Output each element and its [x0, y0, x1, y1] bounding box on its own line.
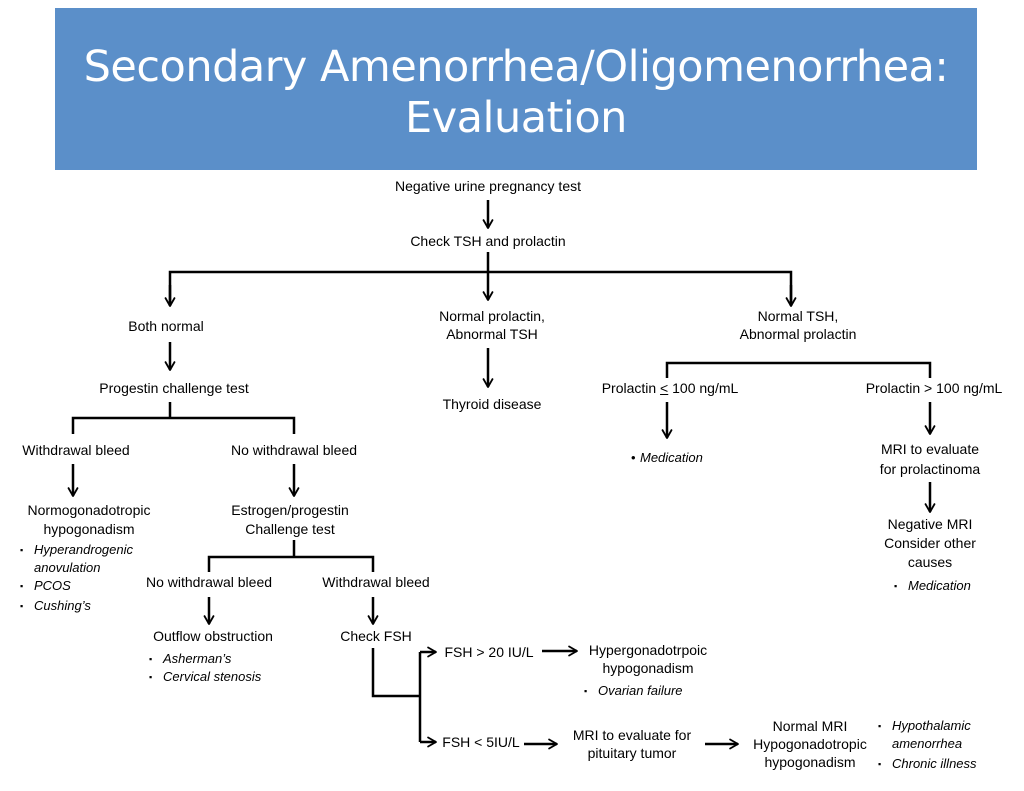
connector-estrogen-branch: [207, 555, 375, 572]
slide-title-line1: Secondary Amenorrhea/Oligomenorrhea:: [83, 42, 949, 92]
bullet-medication-2: ▪Medication: [894, 578, 971, 593]
node-check-tsh-prolactin: Check TSH and prolactin: [410, 233, 566, 249]
node-prolactin-high: Prolactin > 100 ng/mL: [865, 380, 1003, 396]
slide-title-line2: Evaluation: [405, 93, 627, 143]
bullet-cushings: ▪Cushing’s: [20, 598, 91, 613]
node-check-fsh: Check FSH: [340, 628, 412, 644]
node-fsh-low: FSH < 5IU/L: [442, 734, 520, 750]
node-thyroid-disease: Thyroid disease: [442, 396, 542, 412]
connector-tsh-branch: [168, 270, 793, 304]
node-fsh-high: FSH > 20 IU/L: [444, 644, 534, 660]
bullet-chronic-illness: ▪Chronic illness: [878, 756, 977, 771]
node-mri-pituitary-tumor: MRI to evaluate for pituitary tumor: [572, 727, 692, 761]
title-banner: Secondary Amenorrhea/Oligomenorrhea: Eva…: [55, 8, 977, 170]
node-no-withdrawal-bleed-2: No withdrawal bleed: [145, 574, 273, 590]
connector-prolactin-branch: [665, 361, 932, 378]
bullet-medication-1: •Medication: [631, 450, 703, 465]
node-both-normal: Both normal: [128, 318, 204, 334]
node-no-withdrawal-bleed-1: No withdrawal bleed: [230, 442, 358, 458]
node-outflow-obstruction: Outflow obstruction: [153, 628, 273, 644]
bullet-hypothalamic: ▪Hypothalamic: [878, 718, 971, 733]
node-mri-prolactinoma: MRI to evaluate for prolactinoma: [879, 441, 981, 477]
bullet-anovulation-continuation: anovulation: [34, 560, 101, 575]
node-normogonadotropic-hypogonadism: Normogonadotropic hypogonadism: [27, 502, 151, 537]
bullet-ovarian-failure: ▪Ovarian failure: [584, 683, 683, 698]
bullet-amenorrhea-continuation: amenorrhea: [892, 736, 963, 751]
bullet-pcos: ▪PCOS: [20, 578, 71, 593]
node-withdrawal-bleed-1: Withdrawal bleed: [22, 442, 130, 458]
bullet-ashermans: ▪Asherman’s: [149, 651, 232, 666]
node-estrogen-progestin-test: Estrogen/progestin Challenge test: [231, 502, 349, 537]
node-withdrawal-bleed-2: Withdrawal bleed: [322, 574, 430, 590]
connector-fsh-branch: [371, 648, 422, 742]
node-normal-prolactin-abnormal-tsh: Normal prolactin, Abnormal TSH: [439, 308, 545, 342]
connector-progestin-branch: [71, 416, 296, 434]
node-normal-tsh-abnormal-prolactin: Normal TSH, Abnormal prolactin: [739, 308, 857, 342]
node-prolactin-low: Prolactin < 100 ng/mL: [601, 380, 739, 396]
node-negative-pregnancy-test: Negative urine pregnancy test: [395, 178, 581, 194]
node-normal-mri-hypogonadotropic: Normal MRI Hypogonadotropic hypogonadism: [753, 718, 867, 770]
node-negative-mri: Negative MRI Consider other causes: [884, 516, 976, 570]
bullet-cervical-stenosis: ▪Cervical stenosis: [149, 669, 262, 684]
node-progestin-challenge-test: Progestin challenge test: [99, 380, 249, 396]
bullet-hyperandrogenic: ▪Hyperandrogenic: [20, 542, 134, 557]
node-hypergonadotropic-hypogonadism: Hypergonadotrpoic hypogonadism: [588, 642, 708, 676]
